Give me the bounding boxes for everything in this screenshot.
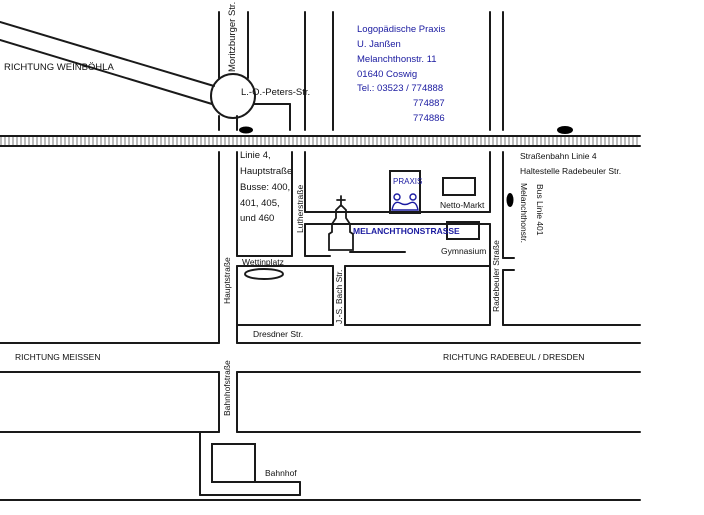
tram-track <box>0 135 641 147</box>
label-strassenbahn: Straßenbahn Linie 4 <box>520 151 597 161</box>
label-netto-markt: Netto-Markt <box>440 200 485 210</box>
label-bach-str: J.-S. Bach Str. <box>334 269 344 324</box>
label-dresdner-str: Dresdner Str. <box>253 329 304 339</box>
label-peters-str: L.-O.-Peters-Str. <box>241 87 311 98</box>
label-lutherstrasse: Lutherstraße <box>295 184 305 233</box>
praxis-logo-icon <box>391 193 419 211</box>
road-weinboehla <box>0 21 215 87</box>
label-bahnhofstrasse: Bahnhofstraße <box>222 360 232 416</box>
netto-building <box>442 177 476 196</box>
label-radebeuler-strasse: Radebeuler Straße <box>491 240 501 312</box>
info-phone-2: 774887 <box>413 98 445 109</box>
label-linie4: Linie 4, <box>240 150 271 161</box>
label-bus-lines: 401, 405, <box>240 198 280 209</box>
label-hauptstrasse-stop: Hauptstraße <box>240 166 293 177</box>
wettinplatz-oval <box>244 268 284 280</box>
label-moritzburger-str: Moritzburger Str. <box>227 1 238 72</box>
label-haltestelle: Haltestelle Radebeuler Str. <box>520 166 622 176</box>
info-name: Logopädische Praxis <box>357 24 446 35</box>
label-bahnhof: Bahnhof <box>265 468 297 478</box>
bus-stop-marker <box>506 193 514 207</box>
label-wettinplatz: Wettinplatz <box>242 257 284 267</box>
label-melanchthonstr: Melanchthonstr. <box>519 183 529 244</box>
label-richtung-weinboehla: RICHTUNG WEINBÖHLA <box>4 62 114 73</box>
info-street: Melanchthonstr. 11 <box>357 54 437 65</box>
label-praxis: PRAXIS <box>393 177 423 186</box>
tram-stop-marker <box>239 126 253 134</box>
label-richtung-radebeul: RICHTUNG RADEBEUL / DRESDEN <box>443 352 585 362</box>
info-phone-3: 774886 <box>413 113 445 124</box>
praxis-building <box>389 170 421 214</box>
label-bus-linie-401: Bus Linie 401 <box>535 184 545 236</box>
label-gymnasium: Gymnasium <box>441 246 487 256</box>
label-hauptstrasse: Hauptstraße <box>222 257 232 304</box>
label-richtung-meissen: RICHTUNG MEISSEN <box>15 352 101 362</box>
gymnasium-building <box>446 221 480 240</box>
info-city: 01640 Coswig <box>357 69 418 80</box>
label-bus-460: und 460 <box>240 213 275 224</box>
roundabout <box>210 73 256 119</box>
bahnhof-building <box>199 431 301 496</box>
info-person: U. Janßen <box>357 39 401 50</box>
label-busse: Busse: 400, <box>240 182 291 193</box>
church-icon <box>328 195 354 251</box>
info-phone: Tel.: 03523 / 774888 <box>357 83 444 94</box>
label-melanchthonstrasse: MELANCHTHONSTRASSE <box>353 226 460 236</box>
tram-stop-marker <box>557 126 573 134</box>
